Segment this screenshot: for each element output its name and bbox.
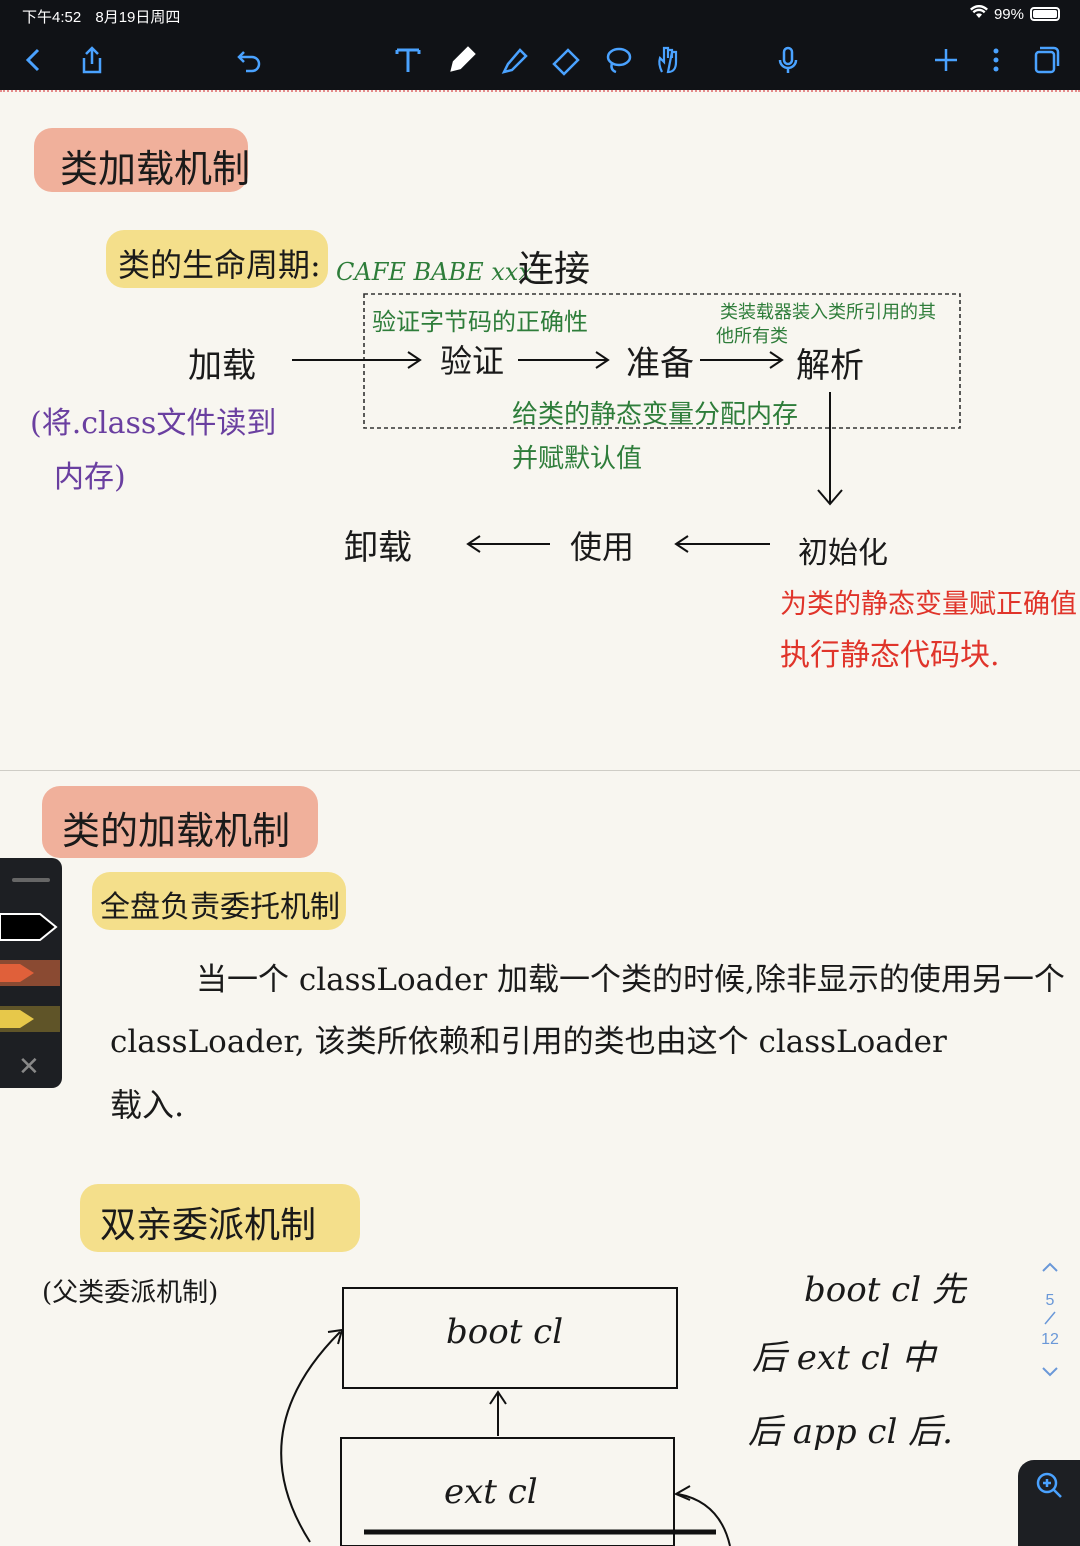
step-prepare: 准备: [626, 344, 694, 384]
chevron-down-icon[interactable]: [1030, 1365, 1070, 1383]
orange-highlighter-swatch[interactable]: [0, 956, 60, 990]
delegation-heading: 全盘负责委托机制: [100, 890, 340, 925]
order-line-2: 后 ext cl 中: [752, 1338, 936, 1378]
zoom-in-icon: [1036, 1472, 1062, 1498]
order-line-1: boot cl 先: [804, 1270, 966, 1310]
step-unload: 卸载: [344, 528, 412, 568]
status-date: 8月19日周四: [95, 9, 181, 26]
lifecycle-heading: 类的生命周期:: [118, 246, 321, 284]
page-top-margin-line: [0, 90, 1080, 92]
battery-icon: [1030, 7, 1060, 21]
palette-grip[interactable]: [12, 878, 50, 882]
toolbar: 下午4:52 8月19日周四 99%: [0, 0, 1080, 90]
classloader-diagram: [280, 1287, 731, 1546]
note2-title: 类的加载机制: [62, 809, 291, 853]
battery-percent: 99%: [993, 5, 1024, 23]
pages-icon[interactable]: [1024, 38, 1068, 82]
chevron-up-icon[interactable]: [1030, 1260, 1070, 1278]
status-bar: 下午4:52 8月19日周四: [22, 6, 190, 27]
parent-note: (父类委派机制): [42, 1278, 219, 1308]
link-label: 连接: [518, 249, 591, 290]
page-slash: [1030, 1310, 1070, 1331]
delegation-para-2: classLoader, 该类所依赖和引用的类也由这个 classLoader: [110, 1024, 947, 1060]
load-note: (将.class文件读到: [30, 406, 277, 441]
page-current: 5: [1045, 1292, 1055, 1309]
title-highlight: [34, 128, 248, 192]
init-note-2: 执行静态代码块.: [780, 638, 1000, 673]
pen-palette[interactable]: ✕: [0, 858, 62, 1088]
status-right: 99%: [969, 4, 1060, 23]
text-tool-icon[interactable]: [386, 38, 430, 82]
delegation-para-3: 载入.: [110, 1086, 185, 1124]
share-icon[interactable]: [70, 38, 114, 82]
more-icon[interactable]: [974, 38, 1018, 82]
prepare-note-2: 并赋默认值: [512, 444, 643, 474]
step-init: 初始化: [798, 536, 888, 571]
wifi-icon: [969, 4, 988, 23]
pen-icon[interactable]: [440, 38, 484, 82]
back-icon[interactable]: [12, 38, 56, 82]
init-note: 为类的静态变量赋正确值: [780, 589, 1077, 620]
title2-highlight: [42, 786, 318, 858]
page-indicator[interactable]: 5 12: [1030, 1260, 1070, 1383]
add-icon[interactable]: [924, 38, 968, 82]
load-note-2: 内存): [54, 460, 126, 495]
delegation-highlight: [92, 872, 346, 930]
step-verify: 验证: [440, 342, 505, 380]
zoom-button[interactable]: [1018, 1460, 1080, 1546]
hand-icon[interactable]: [646, 38, 690, 82]
highlighter-icon[interactable]: [492, 38, 536, 82]
step-resolve: 解析: [796, 346, 864, 386]
eraser-icon[interactable]: [544, 38, 588, 82]
resolve-note: 类装载器装入类所引用的其: [720, 302, 936, 323]
page-total: 12: [1041, 1331, 1059, 1348]
yellow-highlighter-swatch[interactable]: [0, 1002, 60, 1036]
order-line-3: 后 app cl 后.: [748, 1412, 953, 1452]
lifecycle-diagram: [292, 293, 961, 553]
lifecycle-highlight: [106, 230, 328, 288]
verify-note: 验证字节码的正确性: [372, 308, 588, 336]
status-time: 下午4:52: [22, 9, 82, 26]
undo-icon[interactable]: [228, 38, 272, 82]
resolve-note-2: 他所有类: [716, 326, 788, 347]
step-load: 加载: [188, 346, 256, 386]
page-separator: [0, 770, 1080, 771]
cafe-babe-note: CAFE BABE xxx: [336, 258, 532, 286]
box-boot-cl: boot cl: [446, 1312, 564, 1352]
mic-icon[interactable]: [766, 38, 810, 82]
lasso-icon[interactable]: [596, 38, 640, 82]
box-ext-cl: ext cl: [444, 1472, 538, 1512]
notebook-page[interactable]: 类加载机制 类的生命周期: CAFE BABE xxx 连接 验证字节码的正确性…: [0, 92, 1080, 1546]
delegation-para-1: 当一个 classLoader 加载一个类的时候,除非显示的使用另一个: [196, 962, 1065, 998]
step-use: 使用: [570, 528, 635, 566]
prepare-note: 给类的静态变量分配内存: [512, 400, 799, 430]
note1-title: 类加载机制: [60, 147, 251, 191]
close-icon[interactable]: ✕: [18, 1052, 40, 1082]
parent-heading: 双亲委派机制: [100, 1205, 317, 1246]
black-pen-swatch[interactable]: [0, 910, 60, 944]
parent-highlight: [80, 1184, 360, 1252]
